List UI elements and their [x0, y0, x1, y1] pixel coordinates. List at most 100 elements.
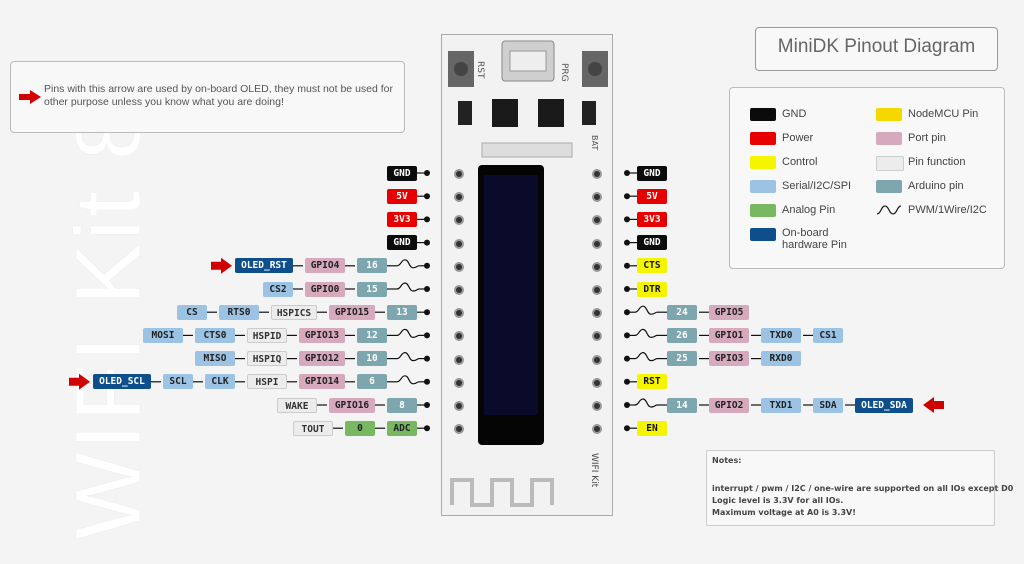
pin-label: GPIO2: [709, 397, 749, 413]
header-pin: [454, 192, 464, 203]
pwm-wave-icon: [396, 259, 420, 269]
prg-silk: PRG: [559, 63, 569, 82]
legend-swatch: [750, 108, 776, 121]
pin-label: 13: [387, 304, 417, 320]
pin-label: 8: [387, 397, 417, 413]
page-title: MiniDK Pinout Diagram: [777, 36, 976, 57]
pin-label: CS2: [263, 281, 293, 297]
note-line: Maximum voltage at A0 is 3.3V!: [712, 508, 856, 517]
pin-label: GPIO16: [329, 397, 375, 413]
pin-label: GPIO12: [299, 351, 345, 367]
board-art: RST PRG BAT WIFI Kit: [448, 40, 608, 507]
pin-label: GND: [387, 165, 417, 181]
legend-swatch: [750, 156, 776, 169]
legend-label: Power: [782, 132, 814, 144]
pwm-wave-icon: [396, 328, 420, 339]
header-pin: [454, 401, 464, 411]
pin-label: SDA: [813, 397, 843, 413]
header-pin: [592, 169, 602, 179]
pwm-wave-icon: [396, 375, 420, 385]
pin-label: GPIO5: [709, 304, 749, 320]
header-pin: [592, 331, 602, 342]
pin-label: GPIO0: [305, 281, 345, 297]
notes-heading: Notes:: [712, 456, 742, 465]
pin-label: 16: [357, 258, 387, 274]
pin-label: HSPI: [247, 374, 287, 390]
header-pin: [592, 308, 602, 319]
header-pin: [592, 215, 602, 226]
pin-label: CS: [177, 304, 207, 320]
pin-label: GPIO13: [299, 327, 345, 343]
pin-label: TXD0: [761, 327, 801, 343]
pin-label: RST: [637, 374, 667, 390]
bat-silk: BAT: [590, 135, 599, 150]
header-pin: [454, 285, 464, 295]
pin-label: EN: [637, 420, 667, 436]
pin-label: ADC: [387, 420, 417, 436]
pin-label: 3V3: [387, 211, 417, 227]
pin-label: GPIO4: [305, 258, 345, 274]
notes-box: Notes: interrupt / pwm / I2C / one-wire …: [706, 450, 1013, 526]
legend-label: On-board hardware Pin: [782, 227, 847, 251]
pin-label: HSPICS: [271, 304, 317, 320]
rst-silk: RST: [475, 61, 485, 79]
header-pin: [454, 215, 464, 226]
header-pin: [592, 377, 602, 388]
legend-swatch: [750, 180, 776, 193]
note-line: interrupt / pwm / I2C / one-wire are sup…: [712, 484, 1014, 493]
legend-label: Arduino pin: [908, 180, 964, 192]
header-pin: [592, 285, 602, 295]
pin-label: 24: [667, 304, 697, 320]
header-pin: [454, 331, 464, 342]
pin-label: CS1: [813, 327, 843, 343]
pin-label: RXD0: [761, 351, 801, 367]
pin-label: 15: [357, 281, 387, 297]
pin-label: 0: [345, 420, 375, 436]
header-pin: [592, 261, 602, 272]
legend-swatch: [876, 132, 902, 145]
legend-label: NodeMCU Pin: [908, 108, 979, 120]
header-pin: [592, 238, 602, 249]
pin-label: HSPID: [247, 327, 287, 343]
pin-label: 26: [667, 327, 697, 343]
header-pin: [454, 169, 464, 179]
pin-label: OLED_RST: [235, 258, 293, 274]
pin-label: GPIO14: [299, 374, 345, 390]
pin-label: TOUT: [293, 420, 333, 436]
pin-label: 6: [357, 374, 387, 390]
header-pin: [592, 354, 602, 365]
legend-label: GND: [782, 108, 807, 120]
pin-label: 10: [357, 351, 387, 367]
pin-label: RTS0: [219, 304, 259, 320]
legend-label: Serial/I2C/SPI: [782, 180, 852, 192]
header-pin: [592, 192, 602, 203]
oled-display: [478, 165, 544, 445]
pin-label: GPIO15: [329, 304, 375, 320]
pin-label: TXD1: [761, 397, 801, 413]
pin-label: HSPIQ: [247, 351, 287, 367]
legend-label: Analog Pin: [782, 204, 836, 216]
pin-label: CTS: [637, 258, 667, 274]
header-pin: [454, 261, 464, 272]
pin-label: 5V: [387, 188, 417, 204]
pwm-wave-icon: [634, 328, 658, 339]
legend-swatch: [876, 108, 902, 121]
pin-label: 25: [667, 351, 697, 367]
header-pin: [454, 354, 464, 365]
pin-label: GND: [637, 235, 667, 251]
header-pin: [454, 308, 464, 319]
legend-swatch: [750, 228, 776, 241]
pin-label: 5V: [637, 188, 667, 204]
header-pin: [454, 238, 464, 249]
title-box: MiniDK Pinout Diagram: [755, 27, 998, 71]
pin-label: 14: [667, 397, 697, 413]
header-pin: [454, 424, 464, 435]
board-silk-label: WIFI Kit: [589, 453, 599, 488]
pin-label: OLED_SCL: [93, 374, 151, 390]
legend-swatch: [750, 132, 776, 145]
pwm-wave-icon: [634, 351, 658, 362]
pin-label: WAKE: [277, 397, 317, 413]
